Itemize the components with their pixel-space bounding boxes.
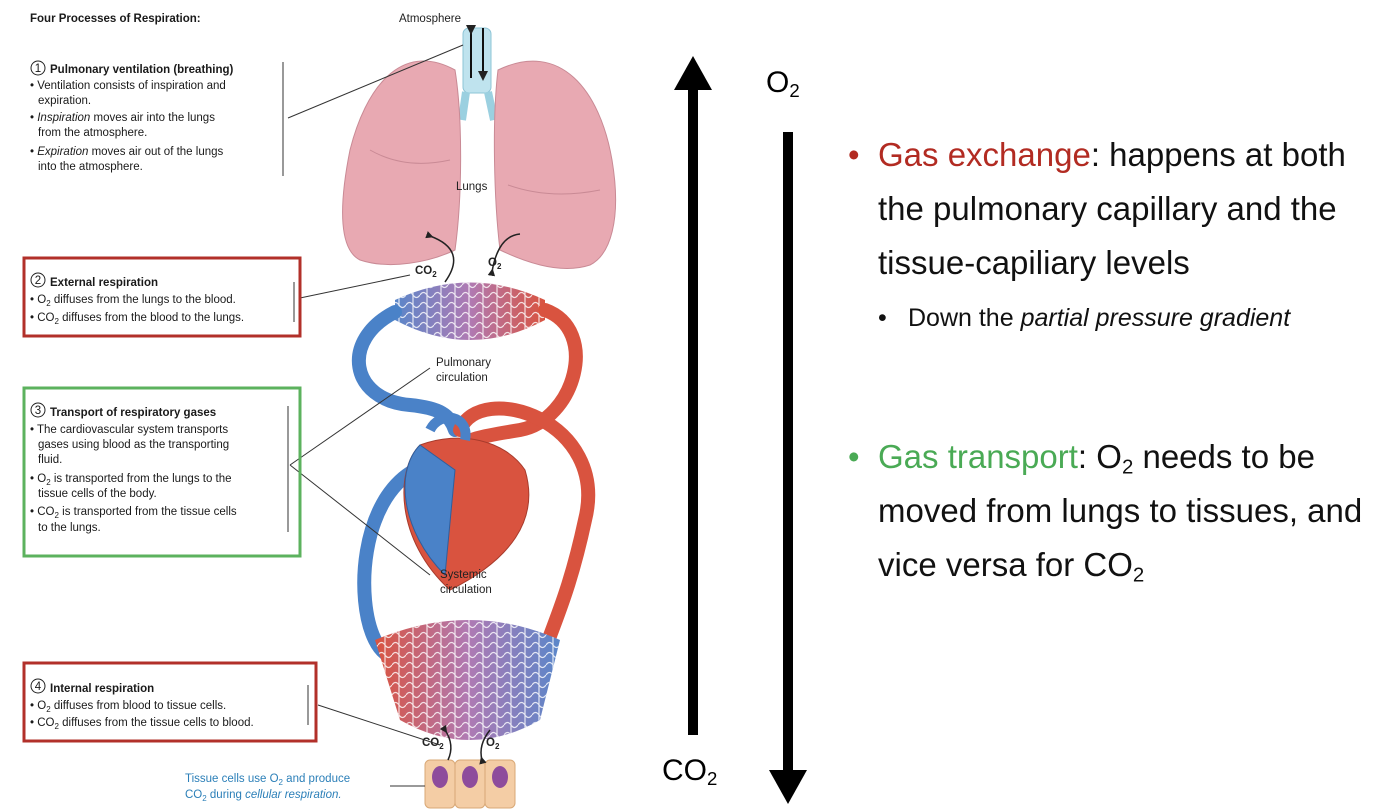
svg-text:to the lungs.: to the lungs. [38,522,101,534]
sub-bullet-gradient: • Down the partial pressure gradient [878,304,1291,332]
svg-text:2: 2 [35,275,41,287]
step4-heading: Internal respiration [50,683,154,695]
pulmonary-capillary-bed [395,282,545,340]
lungs [342,60,617,269]
svg-text:• CO2 is transported from the: • CO2 is transported from the tissue cel… [30,506,237,520]
co2-tag-tissue: CO2 [422,737,444,751]
svg-text:• Inspiration moves air into t: • Inspiration moves air into the lungs [30,112,215,124]
step2-panel: 2 External respiration • O2 diffuses fro… [22,256,302,338]
respiration-figure: Four Processes of Respiration: Atmospher… [22,13,617,809]
atmosphere-label: Atmosphere [399,13,461,25]
gas-transport-term: Gas transport [878,438,1078,475]
svg-text:from the atmosphere.: from the atmosphere. [38,127,147,139]
step4-panel: 4 Internal respiration • O2 diffuses fro… [22,661,318,743]
svg-text:• O2 diffuses from the lungs t: • O2 diffuses from the lungs to the bloo… [30,294,236,308]
svg-text:tissue cells of the body.: tissue cells of the body. [38,488,157,500]
bullet-gas-transport: • Gas transport: O2 needs to be moved fr… [848,438,1363,587]
co2-gradient-label: CO2 [662,754,718,790]
svg-text:4: 4 [35,681,42,693]
tissue-cells [424,759,516,809]
svg-text:gases using blood as the trans: gases using blood as the transporting [38,439,229,451]
svg-text:into the atmosphere.: into the atmosphere. [38,161,143,173]
step1-heading: Pulmonary ventilation (breathing) [50,64,234,76]
svg-text:1: 1 [35,63,41,75]
co2-arrow-tissue [439,724,452,761]
step2-heading: External respiration [50,277,158,289]
o2-arrow-lungs [487,233,521,277]
svg-text:• CO2 diffuses from the blood: • CO2 diffuses from the blood to the lun… [30,312,244,326]
svg-text:CO2 during cellular respiratio: CO2 during cellular respiration. [185,789,342,803]
step3-heading: Transport of respiratory gases [50,407,216,419]
systemic-capillary-bed [375,620,560,740]
svg-text:• Expiration moves air out of: • Expiration moves air out of the lungs [30,146,224,158]
gas-exchange-term: Gas exchange [878,136,1091,173]
step1-panel: 1 Pulmonary ventilation (breathing) • Ve… [30,60,284,176]
svg-text:• The cardiovascular system tr: • The cardiovascular system transports [30,424,228,436]
bullet-list: • Gas exchange: happens at both the pulm… [848,128,1388,592]
heart [403,412,530,591]
svg-text:• O2 is transported from the l: • O2 is transported from the lungs to th… [30,473,232,487]
o2-tag-lungs: O2 [488,257,502,271]
o2-gradient-label: O2 [766,66,800,102]
co2-tag-lungs: CO2 [415,265,437,279]
lungs-label: Lungs [456,181,488,193]
tissue-caption: Tissue cells use O2 and produce CO2 duri… [185,773,350,803]
svg-text:• CO2 diffuses from the tissue: • CO2 diffuses from the tissue cells to … [30,717,254,731]
svg-text:Tissue cells use O2 and produc: Tissue cells use O2 and produce [185,773,350,787]
step3-panel: 3 Transport of respiratory gases • The c… [22,386,302,558]
svg-text:• O2 diffuses from blood to ti: • O2 diffuses from blood to tissue cells… [30,700,226,714]
o2-tag-tissue: O2 [486,737,500,751]
svg-text:fluid.: fluid. [38,454,62,466]
leader-lines [287,44,464,787]
bullet-gas-exchange: • Gas exchange: happens at both the pulm… [848,136,1346,281]
trachea [458,25,498,121]
figure-title: Four Processes of Respiration: [30,13,201,25]
co2-arrow-lungs [425,231,455,283]
svg-text:• Ventilation consists of insp: • Ventilation consists of inspiration an… [30,80,226,92]
svg-text:3: 3 [35,405,41,417]
o2-arrow-tissue [479,729,491,765]
gradient-arrows [674,56,807,804]
svg-text:expiration.: expiration. [38,95,91,107]
